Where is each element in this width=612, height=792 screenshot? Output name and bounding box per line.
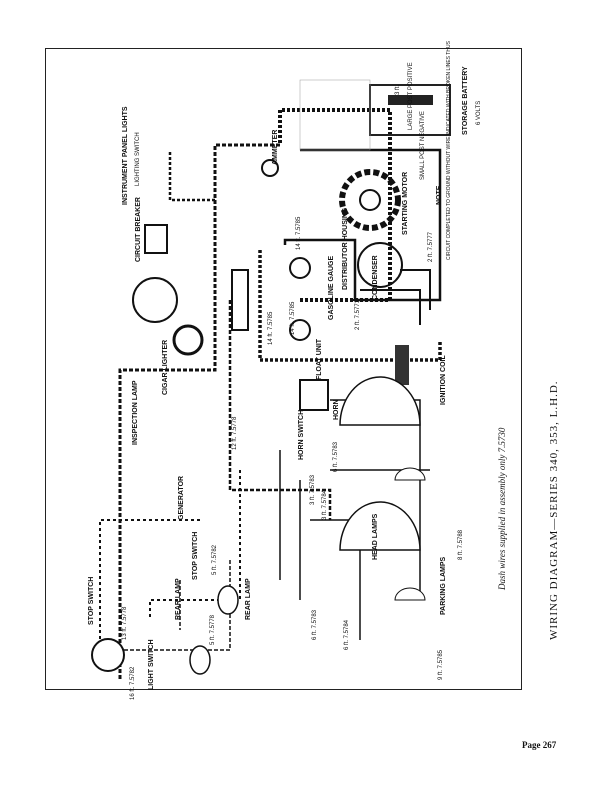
rear-lamp (189, 645, 211, 675)
label-stop-switch: STOP SWITCH (192, 531, 199, 580)
label-note: NOTE (436, 185, 443, 205)
gasoline-gauge (289, 257, 311, 279)
label-distributor-housing: DISTRIBUTOR HOUSING (342, 207, 349, 290)
ignition-coil (395, 345, 409, 385)
wire-length: 14 ft. 7.5785 (296, 216, 302, 250)
label-light-switch: LIGHT SWITCH (148, 639, 155, 690)
distributor (357, 242, 403, 288)
wire-length: 8 ft. 7.5788 (458, 529, 464, 560)
label-parking-lamps: PARKING LAMPS (440, 556, 447, 615)
wire-length: 5 ft. 7.5778 (210, 614, 216, 645)
circuit-breaker (144, 224, 168, 254)
label-rear-lamp: REAR LAMP (175, 578, 182, 620)
light-switch (91, 638, 125, 672)
main-wire (258, 250, 442, 362)
label-generator: GENERATOR (178, 475, 185, 520)
starting-motor-hub (359, 189, 381, 211)
label-large-post: LARGE POST POSITIVE (408, 62, 414, 130)
label-inspection-lamp: INSPECTION LAMP (132, 380, 139, 445)
horn (299, 379, 329, 411)
parking-lamp (394, 467, 426, 481)
parking-lamp (394, 587, 426, 601)
label-small-post: SMALL POST NEGATIVE (420, 111, 426, 180)
label-circuit-breaker: CIRCUIT BREAKER (135, 197, 142, 262)
label-cigar-lighter: CIGAR LIGHTER (162, 339, 169, 395)
wire-length: 2 ft. 7.5777 (428, 231, 434, 262)
wire-length: 6 ft. 7.5783 (312, 609, 318, 640)
wire-length: 12 ft. 7.5778 (232, 416, 238, 450)
label-lighting-switch: LIGHTING SWITCH (135, 132, 141, 186)
main-wire (118, 143, 280, 680)
wire-length: 16 ft. 7.5782 (130, 666, 136, 700)
label-gasoline-gauge: GASOLINE GAUGE (328, 255, 335, 320)
wire-length: 14 ft. 7.5785 (268, 311, 274, 345)
starting-motor (339, 169, 401, 231)
main-wire (99, 470, 241, 640)
label-stop-switch: STOP SWITCH (88, 576, 95, 625)
label-instrument-panel-lights: INSTRUMENT PANEL LIGHTS (122, 106, 129, 205)
page-title: WIRING DIAGRAM—SERIES 340, 353, L.H.D. (548, 380, 560, 640)
label-starting-motor: STARTING MOTOR (402, 171, 409, 235)
label-horn: HORN (333, 399, 340, 420)
main-wire (350, 269, 431, 325)
main-wire (330, 399, 430, 600)
cigar-lighter (172, 324, 204, 356)
label-condenser: CONDENSER (372, 255, 379, 300)
label-float-unit: FLOAT UNIT (316, 338, 323, 380)
battery-bracket (388, 95, 433, 105)
page-number: Page 267 (522, 740, 557, 750)
wire-length: 13 ft. 7.5778 (122, 606, 128, 640)
wire-length: 3 ft. 7.5783 (310, 474, 316, 505)
wire-length: 2 ft. 7.5771 (355, 299, 361, 330)
label-storage-battery: STORAGE BATTERY (462, 66, 469, 135)
legend-box (299, 79, 371, 151)
wire-length: 6 ft. 7.5783 (333, 441, 339, 472)
head-lamp (339, 501, 421, 551)
label-horn-switch: HORN SWITCH (298, 409, 305, 460)
label-note-text: CIRCUIT COMPLETED TO GROUND WITHOUT WIRE… (446, 41, 452, 260)
dash-wires-note: Dash wires supplied in assembly only 7.5… (497, 427, 507, 590)
generator (132, 277, 178, 323)
ammeter (261, 159, 279, 177)
float-unit (289, 319, 311, 341)
label-head-lamps: HEAD LAMPS (372, 513, 379, 560)
wire-length: 9 ft. 7.5785 (438, 649, 444, 680)
wire-length: 3 ft. (395, 84, 401, 95)
wire-length: 6 ft. 7.5784 (344, 619, 350, 650)
head-lamp (339, 376, 421, 426)
junction-block (231, 269, 249, 331)
rear-lamp (217, 585, 239, 615)
wire-length: 14 ft. 7.5785 (290, 301, 296, 335)
label-ignition-coil: IGNITION COIL (440, 355, 447, 405)
label-battery-volts: 6 VOLTS (476, 100, 482, 125)
diagram-frame (45, 48, 522, 690)
main-wire (168, 150, 215, 202)
label-ammeter: AMMETER (272, 129, 279, 165)
wire-length: 3 ft. 7.5784 (322, 489, 328, 520)
label-rear-lamp: REAR LAMP (245, 578, 252, 620)
wire-length: 5 ft. 7.5782 (212, 544, 218, 575)
